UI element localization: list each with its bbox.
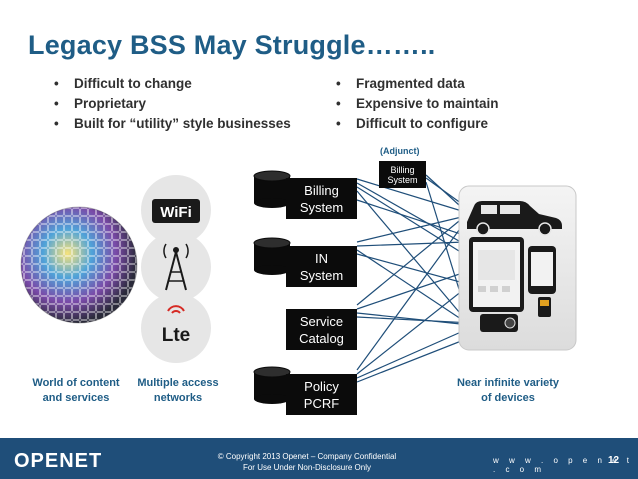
service-catalog-box: Service Catalog <box>286 309 357 350</box>
box-label-line1: IN <box>315 250 328 266</box>
diagram-graphics: WiFi Lte <box>20 170 577 404</box>
box-label-line1: Service <box>299 313 344 329</box>
wifi-icon-text: WiFi <box>160 204 192 221</box>
caption-line: World of content <box>32 377 120 389</box>
content-caption: World of content and services <box>18 376 134 406</box>
page-title: Legacy BSS May Struggle…….. <box>28 30 436 60</box>
caption-line: of devices <box>481 392 535 404</box>
globe-icon <box>20 206 138 324</box>
box-label-line2: Catalog <box>299 330 344 346</box>
page-number: 12 <box>608 455 620 466</box>
bullet-item: Built for “utility” style businesses <box>52 114 291 134</box>
footer-bar: OPENET © Copyright 2013 Openet – Company… <box>0 438 638 479</box>
database-icon-in <box>253 237 291 275</box>
caption-line: Near infinite variety <box>456 377 560 389</box>
box-label-line1: Policy <box>304 378 339 394</box>
in-system-box: IN System <box>286 246 357 287</box>
copyright-line: For Use Under Non-Disclosure Only <box>242 463 372 472</box>
database-icon-billing <box>253 170 291 208</box>
box-label-line2: System <box>299 267 344 283</box>
openet-logo: OPENET <box>14 450 103 472</box>
phone-icon <box>528 246 556 294</box>
website-link[interactable]: w w w . o p e n e t . c o m <box>493 456 634 474</box>
tablet-icon <box>469 237 524 312</box>
bullet-item: Fragmented data <box>334 74 499 94</box>
copyright-notice: © Copyright 2013 Openet – Company Confid… <box>200 451 414 473</box>
antenna-icon <box>141 232 211 302</box>
access-caption: Multiple access networks <box>128 376 228 406</box>
bullet-item: Proprietary <box>52 94 291 114</box>
wifi-icon: WiFi <box>141 175 211 245</box>
bullet-list-left: Difficult to change Proprietary Built fo… <box>52 74 291 134</box>
database-icon-policy <box>253 366 291 404</box>
caption-line: Multiple access <box>137 377 219 389</box>
devices-panel <box>458 185 577 351</box>
adjunct-box-line1: Billing <box>390 164 415 175</box>
media-device-icon <box>480 314 518 332</box>
caption-line: networks <box>153 392 203 404</box>
policy-pcrf-box: Policy PCRF <box>286 374 357 415</box>
bullet-list-right: Fragmented data Expensive to maintain Di… <box>334 74 499 134</box>
adjunct-label: (Adjunct) <box>380 146 420 156</box>
caption-line: and services <box>42 392 110 404</box>
bullet-item: Difficult to change <box>52 74 291 94</box>
bullet-item: Expensive to maintain <box>334 94 499 114</box>
adjunct-billing-system-box: Billing System <box>379 161 426 188</box>
billing-system-box: Billing System <box>286 178 357 219</box>
adjunct-box-line2: System <box>387 174 418 185</box>
box-label-line2: System <box>299 199 344 215</box>
box-label-line1: Billing <box>304 182 339 198</box>
lte-icon: Lte <box>141 293 211 363</box>
usb-dongle-icon <box>538 297 551 317</box>
car-icon <box>467 201 562 236</box>
copyright-line: © Copyright 2013 Openet – Company Confid… <box>217 452 397 461</box>
bullet-item: Difficult to configure <box>334 114 499 134</box>
devices-caption: Near infinite variety of devices <box>448 376 568 406</box>
box-label-line2: PCRF <box>303 395 340 411</box>
lte-icon-text: Lte <box>162 325 191 346</box>
